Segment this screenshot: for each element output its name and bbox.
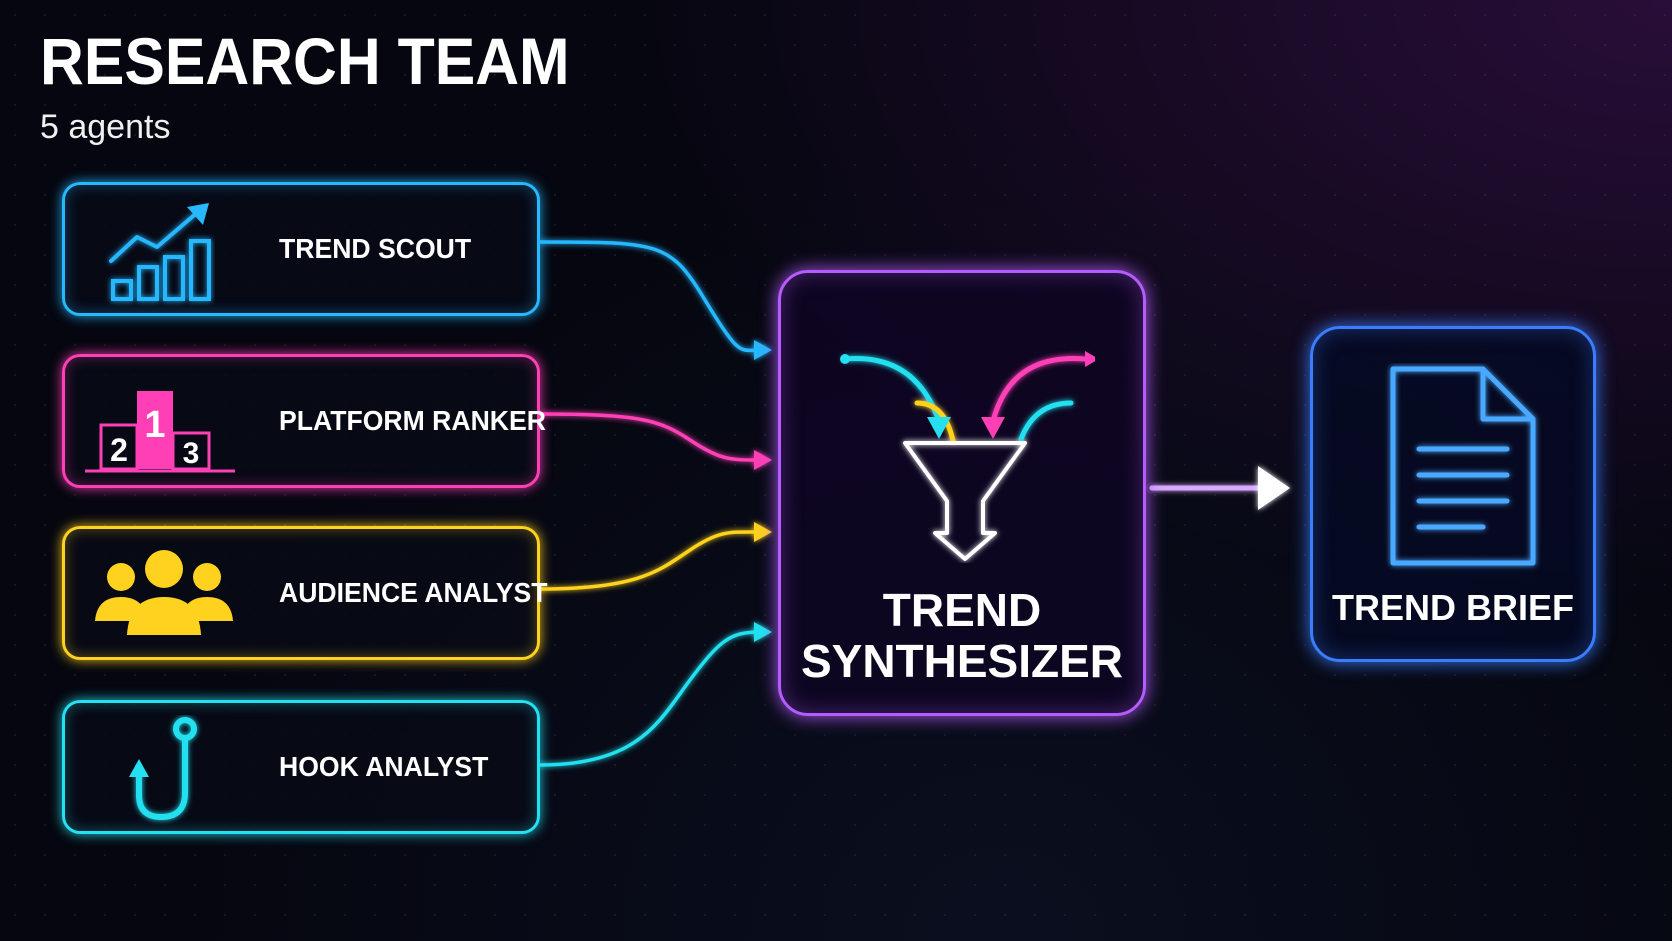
funnel-icon [840, 351, 1095, 561]
podium-second: 2 [110, 432, 128, 468]
podium-icon: 1 2 3 [85, 391, 235, 473]
agent-platform-ranker[interactable]: 1 2 3 PLATFORM RANKER [62, 354, 546, 488]
agent-label: AUDIENCE ANALYST [279, 577, 548, 608]
trend-synthesizer-node[interactable]: TREND SYNTHESIZER [778, 270, 1146, 716]
connector-trend-scout [538, 240, 762, 353]
agent-label: PLATFORM RANKER [279, 405, 546, 436]
connector-hook-analyst [538, 630, 762, 767]
page-subtitle: 5 agents [40, 108, 171, 146]
agent-trend-scout[interactable]: TREND SCOUT [62, 182, 540, 316]
agent-audience-analyst[interactable]: AUDIENCE ANALYST [62, 526, 547, 660]
trend-chart-icon [109, 203, 211, 301]
synthesizer-label-line1: TREND [882, 584, 1042, 636]
trend-brief-label: TREND BRIEF [1332, 587, 1574, 628]
agent-label: HOOK ANALYST [279, 751, 489, 782]
output-arrowhead [1258, 466, 1290, 510]
podium-first: 1 [144, 404, 165, 446]
podium-third: 3 [183, 437, 200, 470]
synthesizer-label-line2: SYNTHESIZER [800, 634, 1124, 687]
audience-icon [95, 550, 233, 635]
agent-hook-analyst[interactable]: HOOK ANALYST [62, 700, 540, 834]
trend-brief-node[interactable]: TREND BRIEF [1310, 326, 1596, 662]
document-icon [1390, 366, 1536, 566]
page-title: RESEARCH TEAM [40, 24, 570, 98]
connector-audience-analyst [538, 530, 762, 591]
synthesizer-label: TREND SYNTHESIZER [781, 585, 1143, 686]
hook-icon [129, 717, 197, 821]
agent-label: TREND SCOUT [279, 233, 472, 264]
connector-platform-ranker [538, 412, 762, 462]
